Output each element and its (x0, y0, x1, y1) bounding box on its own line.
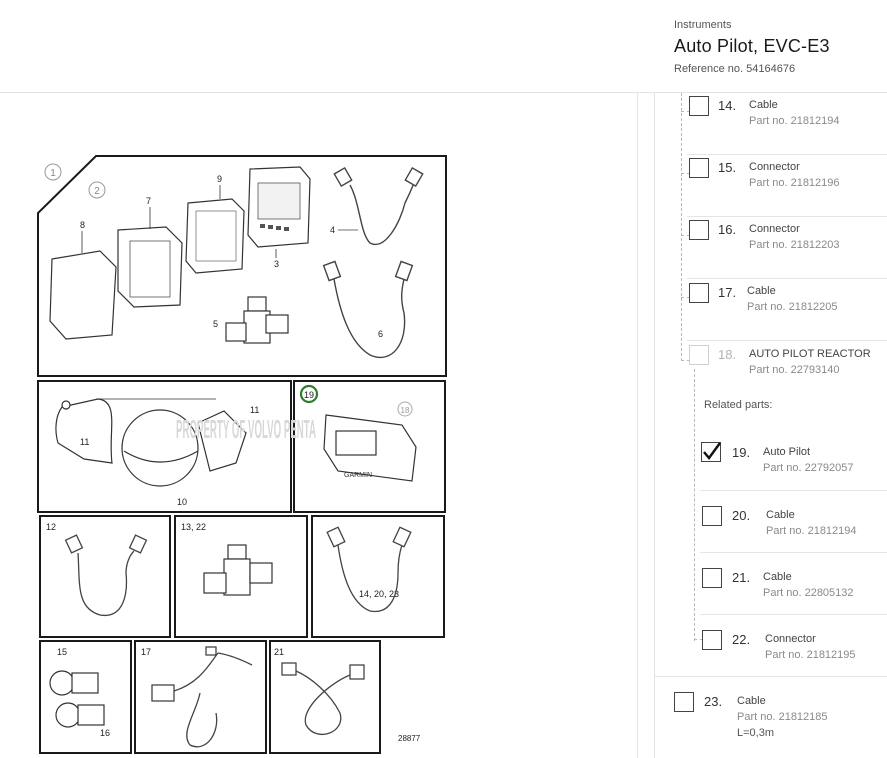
list-item[interactable]: 18. AUTO PILOT REACTOR Part no. 22793140 (655, 341, 887, 403)
part-checkbox[interactable] (689, 158, 709, 178)
cable-part-4: 4 (330, 166, 424, 246)
parts-list: 14. Cable Part no. 21812194 15. Connecto… (655, 93, 887, 758)
reactor-panel (37, 380, 292, 513)
part-checkbox[interactable] (674, 692, 694, 712)
display-part-3: 3 (247, 166, 311, 269)
list-item[interactable]: 23. Cable Part no. 21812185 L=0,3m (655, 677, 887, 758)
part-checkbox[interactable] (689, 96, 709, 116)
watermark-text: PROPERTY OF VOLVO PENTA (176, 414, 316, 444)
cable-part-6: 6 (322, 260, 414, 359)
garmin-unit-panel (293, 380, 446, 513)
part-checkbox[interactable] (689, 345, 709, 365)
panel-divider (637, 93, 638, 758)
svg-text:9: 9 (217, 174, 222, 184)
panel-12 (39, 515, 171, 638)
callout-1: 1 (44, 163, 62, 181)
panel-17 (134, 640, 267, 754)
part-checkbox[interactable] (689, 220, 709, 240)
related-parts-heading: Related parts: (704, 399, 773, 411)
part-header: Instruments Auto Pilot, EVC-E3 Reference… (674, 0, 887, 92)
panel-label-16: 16 (100, 728, 110, 738)
exploded-parts-diagram[interactable]: 1 2 8 7 9 3 4 (0, 93, 637, 758)
list-item[interactable]: 14. Cable Part no. 21812194 (655, 93, 887, 155)
reference-number: Reference no. 54164676 (674, 63, 796, 75)
list-item[interactable]: 20. Cable Part no. 21812194 (655, 490, 887, 553)
cover-part-8: 8 (49, 220, 117, 340)
cable-part-14 (326, 526, 412, 613)
list-item[interactable]: 16. Connector Part no. 21812203 (655, 217, 887, 279)
part-checkbox[interactable] (702, 568, 722, 588)
t-connector-part-5: 5 (213, 296, 289, 344)
tree-connector (681, 93, 682, 361)
frame-part-7: 7 (117, 196, 183, 308)
panel-13-22 (174, 515, 308, 638)
part-checkbox[interactable] (702, 630, 722, 650)
header-divider (0, 92, 887, 93)
connectors-part-15-16 (49, 670, 105, 728)
svg-text:11: 11 (250, 405, 259, 415)
panel-label-21: 21 (274, 647, 284, 657)
svg-text:19: 19 (304, 390, 314, 400)
cable-part-21 (281, 662, 365, 735)
panel-label-13-22: 13, 22 (181, 522, 206, 532)
panel-14-20-23 (311, 515, 445, 638)
garmin-unit-part-18: 19 18 GARMIN (299, 384, 417, 482)
svg-text:5: 5 (213, 319, 218, 329)
svg-text:4: 4 (330, 225, 335, 235)
part-checkbox[interactable] (689, 283, 709, 303)
svg-text:18: 18 (401, 406, 410, 415)
list-item[interactable]: 17. Cable Part no. 21812205 (655, 279, 887, 341)
cable-part-12 (64, 534, 148, 616)
t-connector-part-13 (203, 544, 273, 596)
list-item[interactable]: 22. Connector Part no. 21812195 (655, 614, 887, 676)
svg-text:2: 2 (94, 186, 100, 197)
panel-label-14-20-23: 14, 20, 23 (359, 589, 399, 599)
panel-15-16 (39, 640, 132, 754)
svg-text:3: 3 (274, 259, 279, 269)
list-item[interactable]: 21. Cable Part no. 22805132 (655, 552, 887, 615)
drawing-number: 28877 (398, 734, 421, 743)
callout-2: 2 (88, 181, 106, 199)
svg-text:1: 1 (50, 168, 56, 179)
svg-text:11: 11 (80, 437, 89, 447)
list-item[interactable]: 15. Connector Part no. 21812196 (655, 155, 887, 217)
main-assembly-panel (37, 155, 447, 377)
page-title: Auto Pilot, EVC-E3 (674, 36, 830, 56)
svg-text:10: 10 (177, 497, 187, 507)
part-checkbox[interactable] (701, 442, 722, 463)
gasket-part-9: 9 (185, 174, 245, 274)
list-left-border (654, 93, 655, 758)
part-checkbox[interactable] (702, 506, 722, 526)
panel-label-15: 15 (57, 647, 67, 657)
cable-part-17 (151, 646, 253, 748)
reactor-part-10: 11 11 10 (55, 398, 259, 507)
svg-text:6: 6 (378, 329, 383, 339)
panel-21 (269, 640, 381, 754)
tree-connector-related (694, 369, 695, 641)
category-label: Instruments (674, 19, 732, 31)
list-item[interactable]: 19. Auto Pilot Part no. 22792057 (655, 428, 887, 491)
svg-text:8: 8 (80, 220, 85, 230)
panel-label-12: 12 (46, 522, 56, 532)
svg-text:GARMIN: GARMIN (344, 472, 372, 479)
checkmark-icon (701, 442, 721, 462)
svg-text:7: 7 (146, 196, 151, 206)
panel-label-17: 17 (141, 647, 151, 657)
